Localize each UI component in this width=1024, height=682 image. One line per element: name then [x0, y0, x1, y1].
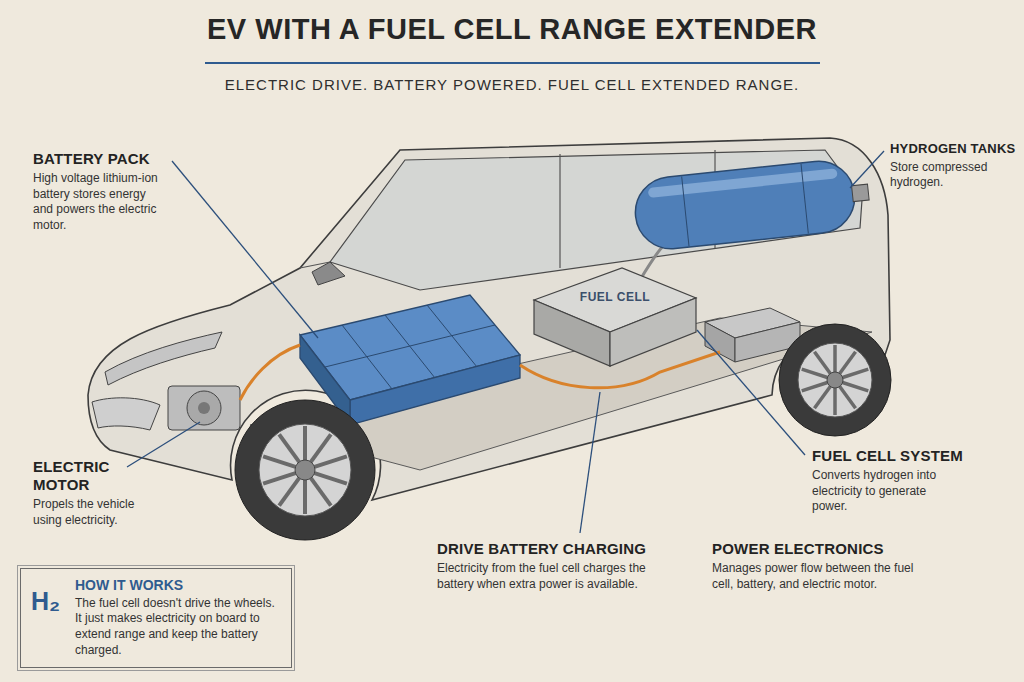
fuel-cell-unit: FUEL CELL: [530, 262, 700, 372]
callout-group: HYDROGEN TANKS Store compressed hydrogen.: [890, 141, 1020, 191]
callout-heading: HYDROGEN TANKS: [890, 141, 1020, 157]
motor-rotor: [187, 391, 221, 425]
front-wheel: [235, 400, 375, 540]
callout-heading: DRIVE BATTERY CHARGING: [437, 540, 687, 558]
title-rule: [205, 62, 820, 64]
hv-cable: [240, 345, 300, 400]
rear-wheel: [779, 324, 891, 436]
label-block: ELECTRIC DRIVE. BATTERY POWERED. FUEL CE…: [0, 76, 1024, 93]
title-text: EV WITH A FUEL CELL RANGE EXTENDER: [0, 13, 1024, 46]
motor-housing: [168, 386, 240, 430]
battery-modules: [325, 305, 495, 389]
side-mirror: [312, 262, 345, 285]
grille: [92, 398, 160, 430]
motor-shaft: [198, 402, 210, 414]
callout-group: POWER ELECTRONICS Manages power flow betw…: [712, 540, 962, 592]
car-windows: [330, 150, 862, 290]
callout-text: Electricity from the fuel cell charges t…: [437, 561, 652, 592]
callout-heading: BATTERY PACK: [33, 150, 173, 168]
hydrogen-tank: [632, 156, 872, 252]
callout-text: Propels the vehicle using electricity.: [33, 497, 158, 528]
unit-label: FUEL CELL: [580, 290, 650, 304]
callout-heading: FUEL CELL SYSTEM: [812, 447, 1012, 465]
title-block: EV WITH A FUEL CELL RANGE EXTENDER: [0, 13, 1024, 46]
callout-text: Converts hydrogen into electricity to ge…: [812, 468, 950, 515]
box-text: The fuel cell doesn't drive the wheels. …: [75, 596, 281, 658]
fuel-cell-shape: [530, 262, 700, 372]
b-pillar: [559, 154, 560, 268]
callout-heading: POWER ELECTRONICS: [712, 540, 962, 558]
info-box: H₂HOW IT WORKS The fuel cell doesn't driv…: [20, 568, 292, 668]
subtitle-text: ELECTRIC DRIVE. BATTERY POWERED. FUEL CE…: [0, 76, 1024, 93]
headlight: [105, 332, 222, 385]
callout-text: High voltage lithium-ion battery stores …: [33, 171, 163, 233]
callout-heading: ELECTRIC MOTOR: [33, 458, 158, 494]
battery-front: [350, 355, 520, 425]
h2-icon: H₂: [31, 577, 71, 658]
leader-lines: [127, 151, 884, 533]
callout-text: Manages power flow between the fuel cell…: [712, 561, 917, 592]
callout-group: BATTERY PACK High voltage lithium-ion bat…: [33, 150, 173, 233]
car-body: [88, 138, 890, 500]
callout-group: ELECTRIC MOTORPropels the vehicle using …: [33, 458, 158, 528]
callout-text: Store compressed hydrogen.: [890, 160, 1015, 191]
box-heading: HOW IT WORKS: [75, 577, 281, 594]
callout-group: FUEL CELL SYSTEM Converts hydrogen into e…: [812, 447, 1012, 515]
callout-group: DRIVE BATTERY CHARGING Electricity from t…: [437, 540, 687, 592]
